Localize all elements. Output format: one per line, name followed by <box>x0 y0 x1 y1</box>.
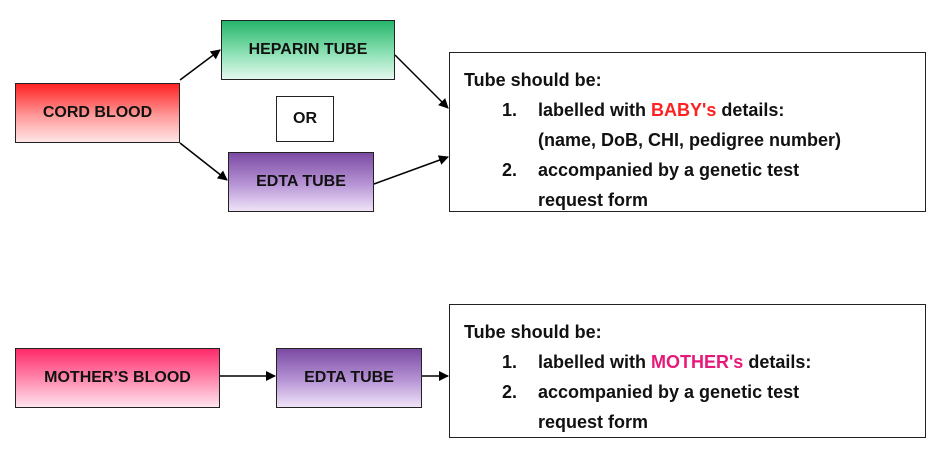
edta-tube-label-bottom: EDTA TUBE <box>304 369 394 386</box>
or-box: OR <box>276 96 334 142</box>
arrow-cord-to-heparin <box>179 49 221 81</box>
baby-requirement-2-number: 2. <box>502 160 518 180</box>
baby-requirement-1-number: 1. <box>502 100 518 120</box>
mother-tube-requirements-box: Tube should be: 1. labelled with MOTHER's… <box>449 304 926 438</box>
baby-tube-requirements-box: Tube should be: 1. labelled with BABY's d… <box>449 52 926 212</box>
mother-requirement-1-pre: labelled with <box>538 352 652 372</box>
baby-requirement-2-continued: request form <box>538 190 649 210</box>
mother-requirement-2-continued: request form <box>538 412 649 432</box>
mother-requirements-heading: Tube should be: <box>464 322 602 342</box>
edta-tube-label-top: EDTA TUBE <box>256 173 346 190</box>
baby-requirement-1-post: details: <box>716 100 785 120</box>
baby-requirement-1: 1. labelled with BABY's details: <box>464 95 911 125</box>
cord-blood-box: CORD BLOOD <box>15 83 180 143</box>
mother-requirement-2-number: 2. <box>502 382 518 402</box>
baby-highlight-text: BABY's <box>651 100 717 120</box>
baby-requirement-1-details: (name, DoB, CHI, pedigree number) <box>538 130 842 150</box>
mother-requirement-2: 2. accompanied by a genetic test <box>464 377 911 407</box>
cord-blood-label: CORD BLOOD <box>42 104 153 121</box>
baby-requirements-heading: Tube should be: <box>464 70 602 90</box>
arrow-cord-to-edta <box>179 142 228 181</box>
heparin-tube-box: HEPARIN TUBE <box>221 20 395 80</box>
mothers-blood-box: MOTHER’S BLOOD <box>15 348 220 408</box>
edta-tube-box-top: EDTA TUBE <box>228 152 374 212</box>
baby-requirement-2: 2. accompanied by a genetic test <box>464 155 911 185</box>
mother-requirement-1-post: details: <box>743 352 812 372</box>
mother-highlight-text: MOTHER's <box>651 352 744 372</box>
heparin-tube-label: HEPARIN TUBE <box>248 41 368 58</box>
edta-tube-box-bottom: EDTA TUBE <box>276 348 422 408</box>
arrow-edta-to-info <box>373 155 449 185</box>
or-label: OR <box>293 110 317 127</box>
arrow-heparin-to-info <box>394 54 449 109</box>
mothers-blood-label: MOTHER’S BLOOD <box>44 369 191 386</box>
mother-requirement-1-number: 1. <box>502 352 518 372</box>
baby-requirement-1-pre: labelled with <box>538 100 652 120</box>
mother-requirement-2-text: accompanied by a genetic test <box>538 382 800 402</box>
baby-requirement-2-text: accompanied by a genetic test <box>538 160 800 180</box>
mother-requirement-1: 1. labelled with MOTHER's details: <box>464 347 911 377</box>
